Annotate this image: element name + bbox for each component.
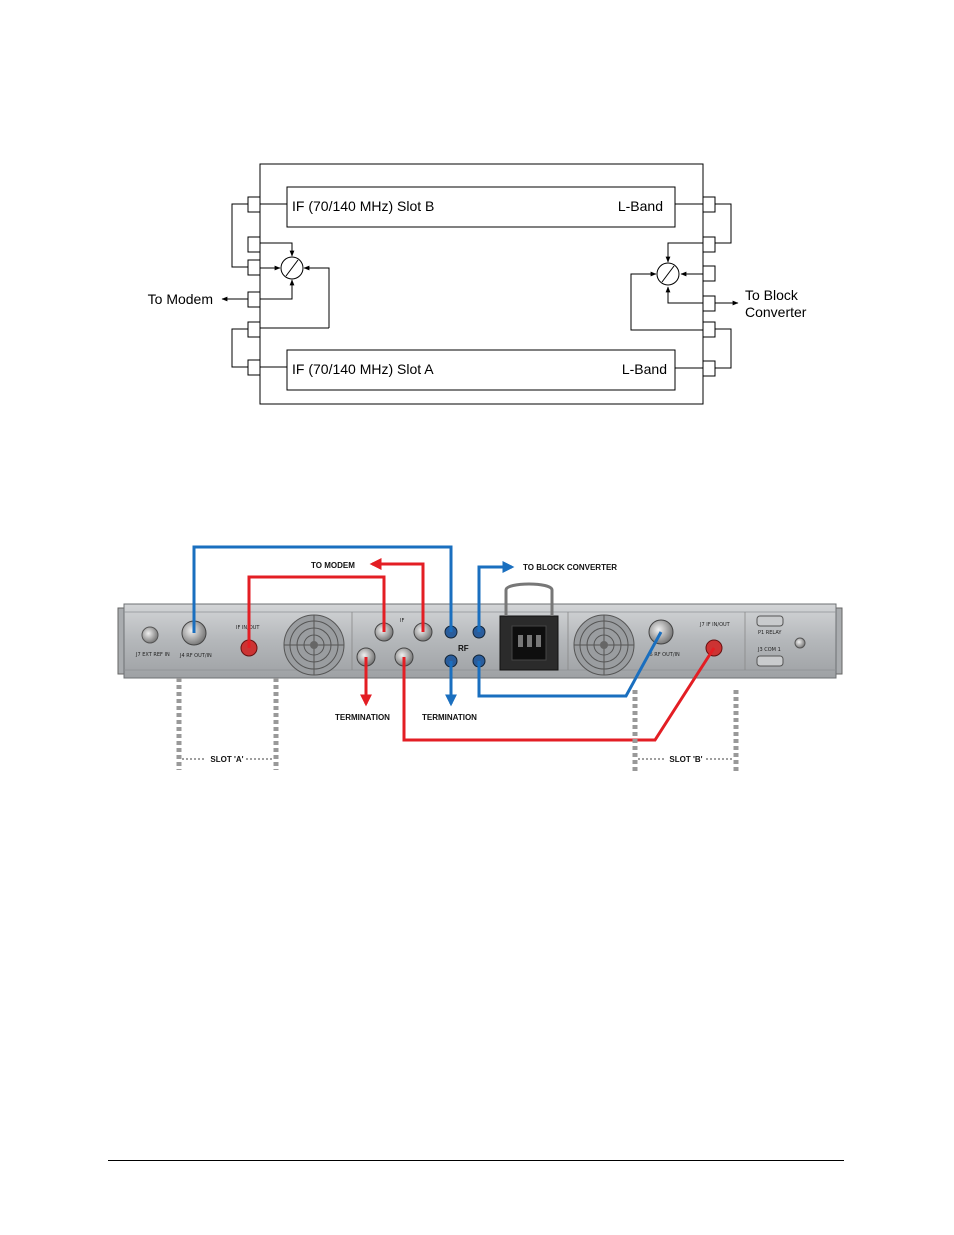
switch-icon — [656, 262, 680, 286]
left-connectors — [247, 196, 261, 376]
ext-ref-label: J7 EXT REF IN — [135, 652, 170, 658]
slot-markers — [176, 678, 739, 772]
slot-b-photo-label: SLOT 'B' — [669, 755, 702, 764]
blue-paths — [192, 545, 663, 707]
slot-b-if-label: IF (70/140 MHz) Slot B — [292, 198, 434, 214]
slot-a-lband-label: L-Band — [622, 361, 667, 377]
slot-a-photo-label: SLOT 'A' — [210, 755, 243, 764]
j7-if-label: J7 IF IN/OUT — [699, 622, 731, 628]
connector-icon — [141, 626, 159, 644]
to-block-converter-photo-label: TO BLOCK CONVERTER — [523, 563, 617, 572]
chassis-outline — [259, 163, 704, 405]
to-block-label-1: To Block — [745, 287, 799, 303]
fan-icon — [283, 614, 345, 676]
slot-a-if-label: IF (70/140 MHz) Slot A — [292, 361, 434, 377]
ground-stud — [794, 637, 806, 649]
panel-rf-label: RF — [458, 644, 469, 653]
switch-icon — [280, 256, 304, 280]
rear-panel: J7 EXT REF IN J4 RF OUT/IN IF IN/OUT IF … — [117, 582, 843, 679]
footer-rule — [108, 1160, 844, 1161]
fan-icon — [573, 614, 635, 676]
red-paths — [247, 558, 716, 742]
to-block-label-2: Converter — [745, 304, 807, 320]
j3-com1-connector — [756, 655, 784, 667]
panel-if-label: IF — [400, 618, 404, 624]
slot-b-module — [286, 186, 676, 228]
to-modem-label: To Modem — [148, 291, 213, 307]
block-diagram — [221, 163, 739, 405]
slot-a-module — [286, 349, 676, 391]
right-connectors — [702, 196, 716, 377]
j3-com1-label: J3 COM 1 — [757, 647, 781, 653]
slot-b-lband-label: L-Band — [618, 198, 663, 214]
p1-relay-connector — [756, 615, 784, 627]
j4-label: J4 RF OUT/IN — [179, 653, 212, 659]
termination-left-label: TERMINATION — [335, 713, 390, 722]
p1-relay-label: P1 RELAY — [758, 630, 782, 636]
j6-label: J6 RF OUT/IN — [647, 652, 680, 658]
termination-right-label: TERMINATION — [422, 713, 477, 722]
to-modem-photo-label: TO MODEM — [311, 561, 355, 570]
power-inlet-icon — [499, 582, 559, 671]
